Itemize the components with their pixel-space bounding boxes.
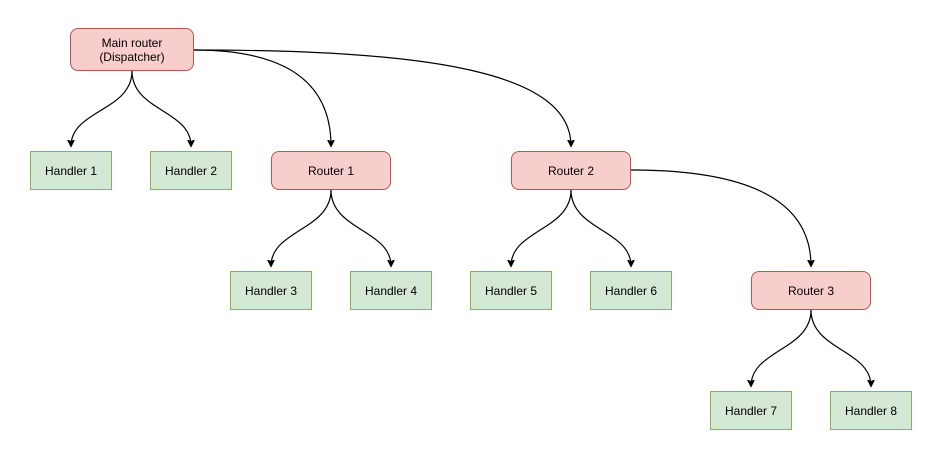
node-router-3[interactable]: Router 3 [751, 271, 871, 310]
node-handler-3[interactable]: Handler 3 [230, 271, 312, 310]
node-label-router-3: Router 3 [787, 283, 835, 298]
node-router-1[interactable]: Router 1 [271, 151, 391, 190]
edge-r2-h5 [511, 189, 572, 266]
node-handler-4[interactable]: Handler 4 [350, 271, 432, 310]
node-router-2[interactable]: Router 2 [511, 151, 631, 190]
node-handler-1[interactable]: Handler 1 [30, 151, 112, 190]
edge-main-h1 [71, 70, 133, 146]
node-handler-5[interactable]: Handler 5 [470, 271, 552, 310]
node-label-handler-6: Handler 6 [604, 283, 658, 298]
edge-main-h2 [131, 70, 191, 146]
edge-r2-r3 [630, 169, 811, 266]
node-label-handler-8: Handler 8 [844, 403, 898, 418]
node-handler-6[interactable]: Handler 6 [590, 271, 672, 310]
node-handler-2[interactable]: Handler 2 [150, 151, 232, 190]
edge-r2-h6 [570, 189, 631, 266]
node-label-handler-1: Handler 1 [44, 163, 98, 178]
edge-main-r2 [193, 49, 571, 146]
node-label-handler-7: Handler 7 [724, 403, 778, 418]
node-label-main-router: Main router (Dispatcher) [99, 35, 165, 64]
edge-r1-h4 [330, 189, 391, 266]
node-label-router-2: Router 2 [547, 163, 595, 178]
edge-group [71, 49, 871, 386]
edge-main-r1 [193, 49, 331, 146]
node-label-router-1: Router 1 [307, 163, 355, 178]
node-label-handler-2: Handler 2 [164, 163, 218, 178]
edge-r3-h8 [810, 309, 871, 386]
node-label-handler-4: Handler 4 [364, 283, 418, 298]
node-handler-7[interactable]: Handler 7 [710, 391, 792, 430]
edge-r1-h3 [271, 189, 332, 266]
edge-r3-h7 [751, 309, 812, 386]
node-main-router[interactable]: Main router (Dispatcher) [70, 28, 194, 71]
node-label-handler-3: Handler 3 [244, 283, 298, 298]
node-label-handler-5: Handler 5 [484, 283, 538, 298]
node-handler-8[interactable]: Handler 8 [830, 391, 912, 430]
